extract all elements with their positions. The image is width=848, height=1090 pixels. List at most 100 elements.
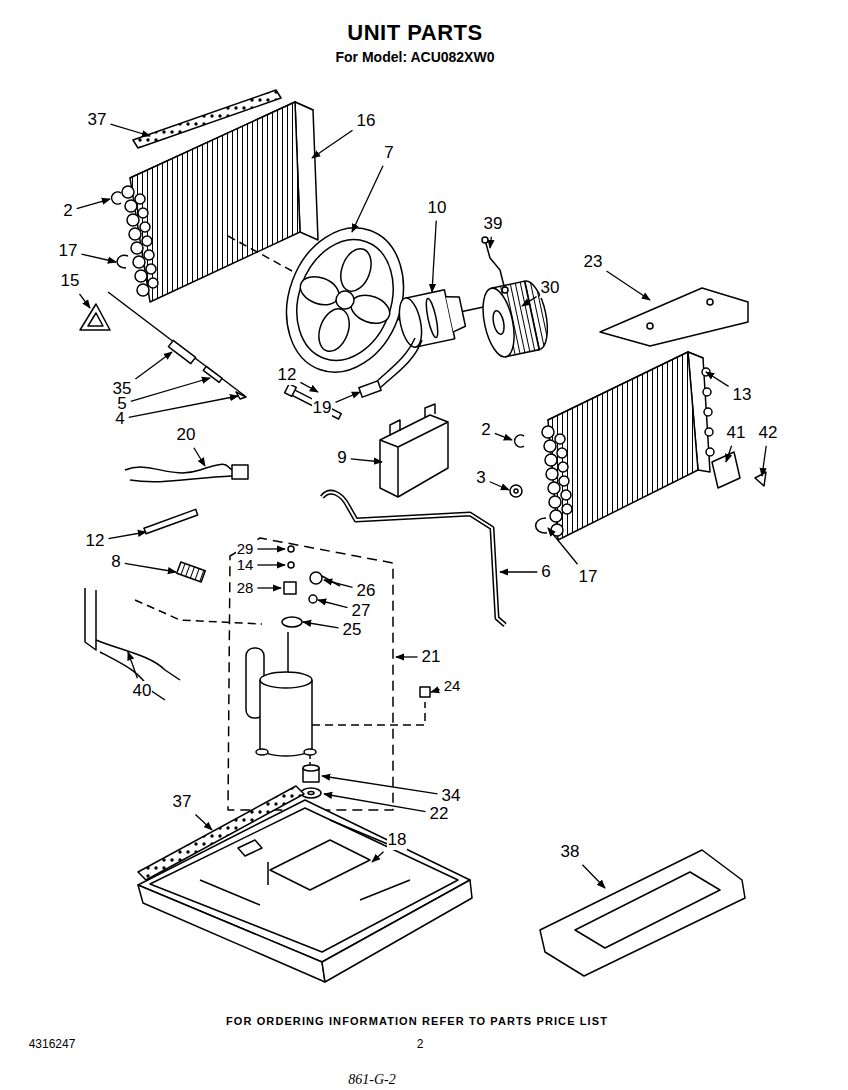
leader-arrow — [490, 482, 509, 490]
callout-number: 30 — [540, 278, 561, 298]
evaporator-coil-part — [559, 476, 569, 486]
callout-number: 41 — [726, 423, 747, 443]
tie-wrap — [285, 384, 297, 397]
fan-blade — [267, 211, 423, 388]
callout-number: 24 — [443, 677, 462, 694]
motor-mount-part — [390, 404, 435, 436]
blower-wheel-part — [478, 285, 520, 359]
compressor — [246, 632, 316, 756]
leader-arrow — [257, 564, 285, 565]
callout-number: 13 — [732, 385, 753, 405]
leader-arrow — [324, 794, 426, 812]
callout-number: 26 — [356, 581, 377, 601]
leader-arrow — [522, 297, 537, 306]
base-pan-part — [322, 880, 472, 982]
callout-number: 34 — [441, 786, 462, 806]
evaporator-coil-part — [558, 462, 568, 472]
terminal-part — [309, 595, 317, 603]
fan-motor-part — [446, 294, 466, 332]
tie-wrap — [289, 388, 342, 419]
callout-number: 7 — [383, 143, 394, 163]
terminal-part — [288, 546, 294, 552]
callout-number: 12 — [85, 531, 106, 551]
base-pan — [138, 800, 472, 982]
leader-arrow — [128, 652, 137, 678]
compressor-part — [304, 749, 316, 755]
leader-arrow — [194, 448, 205, 466]
discharge-tube-part — [322, 492, 505, 625]
leader-arrow — [125, 563, 176, 572]
condenser-coil-part — [144, 250, 154, 260]
leader-arrow — [129, 396, 238, 417]
terminal-wire — [322, 576, 340, 586]
condenser-coil — [122, 102, 318, 302]
compressor-part — [287, 632, 289, 672]
shroud-panel-part — [600, 288, 748, 346]
callout-number: 23 — [583, 252, 604, 272]
wire-bracket — [482, 237, 508, 293]
terminal-part — [310, 572, 322, 584]
leader-arrow — [303, 622, 339, 628]
capillary-tube — [108, 292, 246, 399]
callout-number: 25 — [342, 620, 363, 640]
evaporator-coil-part — [544, 440, 556, 452]
leader-arrow — [372, 852, 384, 862]
leader-arrow — [322, 776, 438, 794]
evaporator-coil-part — [546, 468, 558, 480]
grommet — [303, 765, 319, 782]
washer-part — [308, 792, 314, 795]
blower-wheel-part — [491, 310, 506, 336]
leader-arrow — [335, 392, 360, 402]
terminal-part — [288, 562, 294, 568]
callout-number: 19 — [312, 398, 333, 418]
leader-arrow — [312, 130, 353, 158]
callout-number: 40 — [132, 681, 153, 701]
callout-number: 2 — [62, 201, 73, 221]
callout-number: 29 — [236, 540, 255, 557]
leader-arrow — [318, 600, 348, 608]
wire-harness-part — [232, 465, 248, 479]
clip — [515, 435, 524, 447]
fan-blade-part — [267, 211, 423, 388]
leader-arrow — [490, 237, 491, 248]
condenser-coil-part — [146, 264, 156, 274]
leader-arrow — [195, 815, 212, 830]
grommet — [510, 485, 522, 497]
wire-harness-part — [125, 464, 232, 473]
leader-arrow — [257, 548, 285, 549]
heater-bracket-part — [100, 652, 165, 700]
shroud-panel-part — [707, 299, 713, 305]
evaporator-coil-part — [550, 510, 562, 522]
shroud-panel — [600, 288, 748, 346]
tie-wrap — [144, 509, 198, 533]
compressor-part — [256, 749, 268, 755]
leader-arrow — [79, 294, 90, 308]
evaporator-coil-part — [555, 434, 565, 444]
support-bracket-part — [575, 872, 720, 948]
evaporator-coil-part — [548, 482, 560, 494]
model-subtitle: For Model: ACU082XW0 — [335, 49, 496, 65]
leader-arrow — [108, 532, 146, 539]
heater-bracket-part — [85, 588, 96, 650]
callout-number: 20 — [176, 425, 197, 445]
shroud-panel-part — [647, 323, 653, 329]
document-number: 2 — [416, 1038, 425, 1052]
leader-arrow — [257, 587, 281, 588]
fan-blade-part — [281, 226, 410, 374]
fan-blade-part — [313, 305, 354, 356]
callout-number: 4 — [114, 409, 125, 429]
leader-arrow — [762, 446, 766, 476]
callout-number: 39 — [483, 214, 504, 234]
callout-number: 27 — [351, 601, 372, 621]
leader-arrow — [726, 446, 732, 462]
callout-number: 38 — [560, 842, 581, 862]
leader-arrow — [432, 221, 436, 292]
seal-strip — [133, 90, 281, 148]
base-pan-part — [138, 885, 325, 982]
motor-wire — [380, 340, 422, 388]
condenser-coil-part — [140, 222, 150, 232]
assembly-line — [312, 702, 425, 725]
callout-number: 10 — [427, 198, 448, 218]
